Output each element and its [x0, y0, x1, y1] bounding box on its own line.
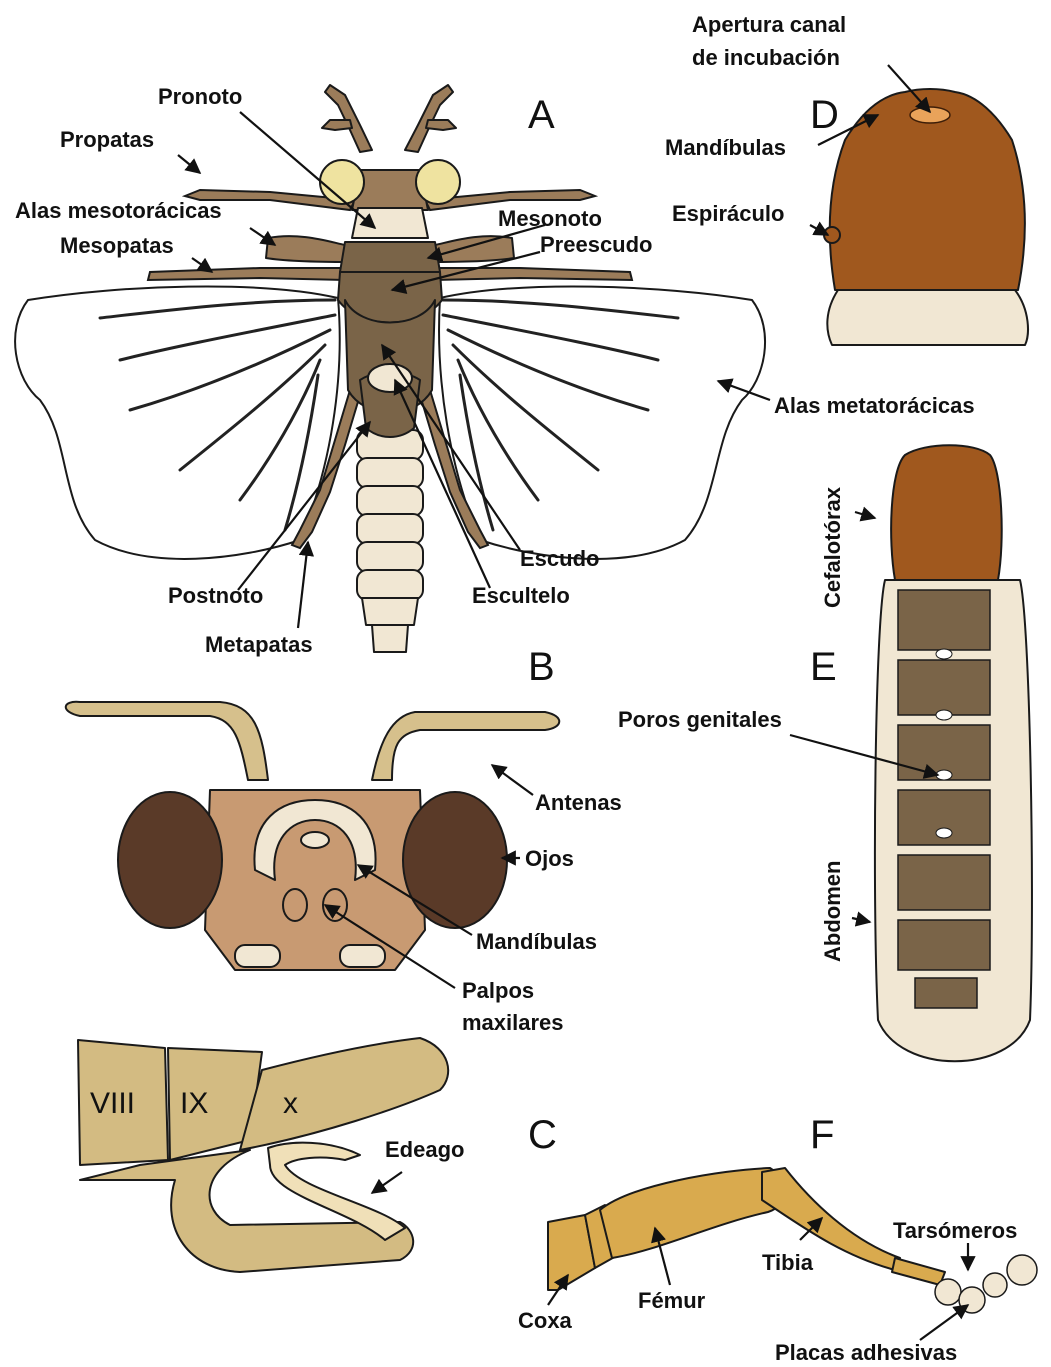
label-tarsomeros: Tarsómeros [893, 1218, 1017, 1243]
label-antenas: Antenas [535, 790, 622, 815]
label-escudo: Escudo [520, 546, 599, 571]
panel-letter-a: A [528, 93, 555, 137]
label-placas-adhesivas: Placas adhesivas [775, 1340, 957, 1365]
label-palpos-line1: Palpos [462, 978, 534, 1003]
left-antenna [66, 702, 268, 780]
segment-label-x: x [283, 1087, 298, 1120]
label-abdomen: Abdomen [820, 861, 845, 962]
tarsal-adhesive-pads [935, 1255, 1037, 1313]
label-postnoto: Postnoto [168, 583, 263, 608]
panel-a-male-illustration [15, 85, 765, 652]
label-tibia: Tibia [762, 1250, 814, 1275]
panel-e-labels: Cefalotórax Poros genitales Abdomen [618, 486, 845, 962]
tarsus [892, 1258, 945, 1285]
label-escultelo: Escultelo [472, 583, 570, 608]
label-mesopatas: Mesopatas [60, 233, 174, 258]
label-apertura-line2: de incubación [692, 45, 840, 70]
panel-letter-e: E [810, 645, 837, 689]
left-maxillary-palp [283, 889, 307, 921]
right-antenna [372, 712, 559, 780]
label-coxa: Coxa [518, 1308, 573, 1333]
label-pronoto: Pronoto [158, 84, 242, 109]
brood-canal-opening [910, 107, 950, 123]
panel-letter-b: B [528, 645, 555, 689]
label-propatas: Propatas [60, 127, 154, 152]
label-edeago: Edeago [385, 1137, 464, 1162]
panel-letter-c: C [528, 1113, 557, 1157]
label-espiraculo: Espiráculo [672, 201, 784, 226]
label-ojos: Ojos [525, 846, 574, 871]
mesonotum [340, 242, 440, 272]
adult-antennae [322, 85, 456, 152]
label-femur: Fémur [638, 1288, 706, 1313]
d-abdomen-edge [827, 290, 1028, 345]
label-palpos-line2: maxilares [462, 1010, 564, 1035]
label-mandibulas-b: Mandíbulas [476, 929, 597, 954]
label-poros-genitales: Poros genitales [618, 707, 782, 732]
label-mesonoto: Mesonoto [498, 206, 602, 231]
label-preescudo: Preescudo [540, 232, 653, 257]
femur [600, 1168, 785, 1258]
panel-e-female-illustration [875, 445, 1032, 1061]
segment-label-viii: VIII [90, 1087, 135, 1120]
mesonotum-and-alae [266, 236, 350, 262]
label-alas-metatoracicas: Alas metatorácicas [774, 393, 975, 418]
label-alas-mesotoracicas: Alas mesotorácicas [15, 198, 222, 223]
segment-x [240, 1038, 448, 1150]
segment-label-ix: IX [180, 1087, 208, 1120]
adult-abdomen [357, 430, 423, 652]
panel-letter-f: F [810, 1113, 834, 1157]
label-metapatas: Metapatas [205, 632, 313, 657]
label-cefalotorax: Cefalotórax [820, 486, 845, 608]
pronotum [352, 208, 428, 238]
label-apertura-line1: Apertura canal [692, 12, 846, 37]
label-mandibulas-d: Mandíbulas [665, 135, 786, 160]
e-cephalothorax [891, 445, 1002, 580]
panel-letter-d: D [810, 93, 839, 137]
right-mesothoracic-wing [430, 236, 514, 262]
